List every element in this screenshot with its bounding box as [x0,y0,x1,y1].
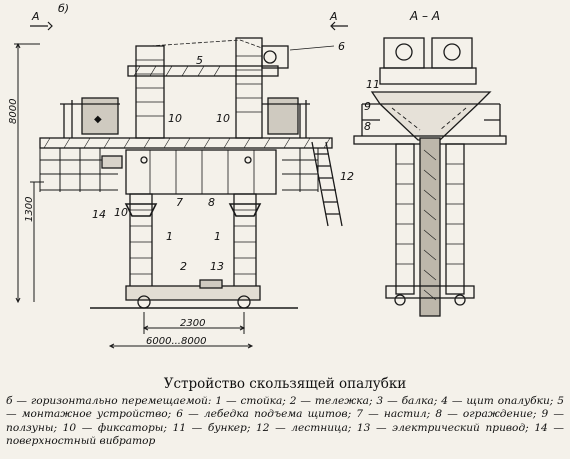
beam-hatch [133,65,221,77]
section-wheel-right [454,294,466,306]
callout-14: 14 [92,208,106,221]
side-ladder [311,141,343,227]
caption-title: Устройство скользящей опалубки [163,376,407,392]
formwork-shield [125,149,277,195]
callout-6: 6 [338,40,345,53]
section-column-right [445,143,465,295]
height-lower-label: 1300 [24,197,35,222]
callout-12: 12 [340,170,354,183]
callout-8: 9 [364,100,371,113]
concrete-wall [419,137,441,317]
callout-3: 5 [196,54,203,67]
leader-6 [289,45,335,51]
callout-4: 7 [176,196,183,209]
callout-11: 11 [366,78,380,91]
callout-2: 2 [180,260,187,273]
figure-caption: Устройство скользящей опалубки б — гориз… [6,376,564,449]
section-drum-left [395,43,413,61]
track-gauge-label: 2300 [180,318,205,329]
upper-frame-walls [60,100,310,138]
callout-10-right: 10 [216,112,230,125]
view-letter: б) [58,2,69,15]
trolley-frame [125,285,261,301]
section-drum-right [443,43,461,61]
slider-left [140,156,148,164]
working-deck [39,137,333,149]
section-column-lacing [396,163,464,265]
caption-legend: б — горизонтально перемещаемой: 1 — стой… [6,395,564,448]
section-winch-right [431,37,473,69]
section-trolley [385,285,475,299]
callout-9: 10 [114,206,128,219]
bunker [370,91,492,141]
mounting-device [124,203,262,217]
bunker-inner [391,107,467,131]
concrete-hatch [423,149,437,301]
callout-1-right: 1 [214,230,221,243]
winch-cable [149,39,263,49]
callout-1-left: 1 [166,230,173,243]
shield-ribs [149,150,255,194]
section-mark-right: А [329,10,338,23]
section-title: А – А [409,9,440,23]
column-lacing [130,209,256,275]
panel-arrow-glyph: ◆ [94,114,102,125]
section-arrow-left [30,21,53,31]
section-top-frame [379,67,477,85]
track-range-label: 6000...8000 [146,336,206,347]
winch-drum [263,50,277,64]
section-column-left [395,143,415,295]
height-total-label: 8000 [8,99,19,124]
deck-railing [39,148,319,192]
gauge-dimension [142,312,246,334]
winch-housing [261,45,289,69]
height-dimension-line [14,42,40,304]
surface-vibrator [101,155,123,169]
callout-10-left: 10 [168,112,182,125]
section-a-a-view: А – А 11 9 [353,9,507,317]
mast-lacing [136,55,262,117]
section-wheel-left [394,294,406,306]
electric-drive [199,279,223,289]
slider-right [244,156,252,164]
section-arrow-right [330,21,348,31]
right-mast [235,37,263,139]
top-beam [127,65,279,77]
section-railing [361,103,501,136]
section-winch-left [383,37,425,69]
deck-hatch [43,137,331,149]
formwork-drawing: б) А А 8000 1300 ◆ [8,2,507,349]
front-elevation-view: б) А А 8000 1300 ◆ [8,2,354,349]
lower-height-dimension [30,181,44,302]
section-mark-left: А [31,10,40,23]
callout-5: 8 [208,196,215,209]
callout-13: 13 [210,260,224,273]
range-dimension [108,343,254,349]
callout-7: 8 [364,120,371,133]
